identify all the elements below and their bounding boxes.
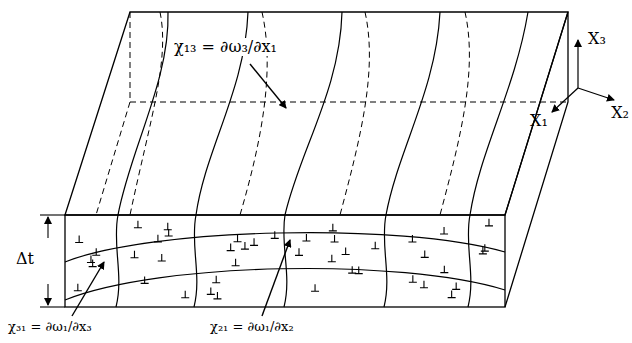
axis-label: X₂ bbox=[611, 104, 629, 122]
curvature-label: χ₁₃ = ∂ω₃/∂x₁ bbox=[172, 38, 279, 56]
boundary-curves bbox=[65, 12, 528, 307]
slab-outline bbox=[65, 12, 568, 307]
leader-arrows bbox=[72, 64, 290, 316]
axis-label: X₃ bbox=[588, 30, 606, 48]
hidden-edges bbox=[96, 12, 568, 215]
curvature-label: χ₂₁ = ∂ω₁/∂x₂ bbox=[210, 320, 294, 334]
thickness-dimension bbox=[40, 215, 65, 307]
axis-label: X₁ bbox=[530, 112, 548, 130]
thickness-label: Δt bbox=[14, 250, 36, 268]
coordinate-axes bbox=[552, 40, 614, 112]
curvature-label: χ₃₁ = ∂ω₁/∂x₃ bbox=[8, 320, 92, 334]
